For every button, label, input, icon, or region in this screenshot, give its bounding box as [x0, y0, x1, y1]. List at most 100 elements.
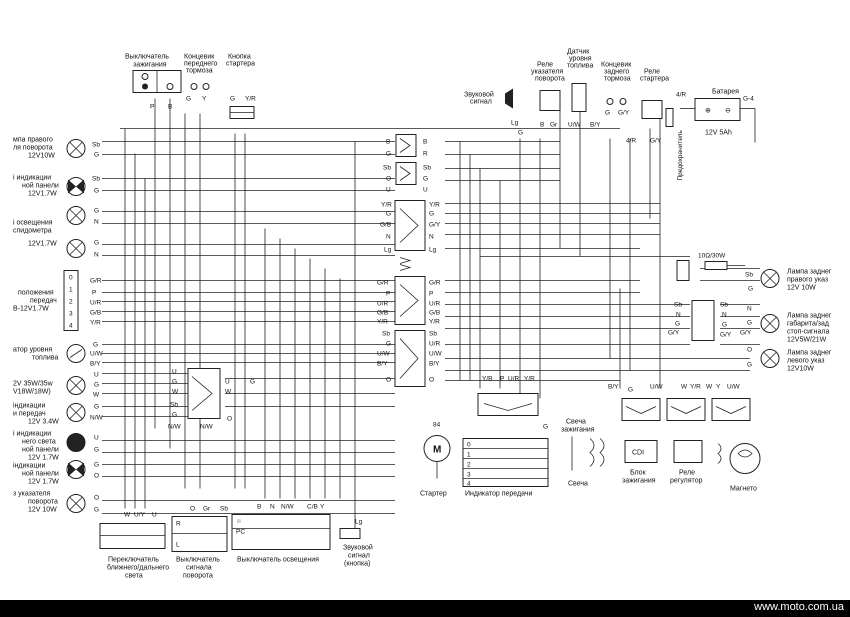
front-right-turn-lamp: мпа правого ля поворота 12V10W Sb G [13, 137, 100, 160]
svg-text:3: 3 [69, 311, 73, 318]
svg-text:N: N [386, 234, 391, 241]
fuel-sensor-label-2: уровня [569, 56, 592, 63]
svg-text:12V 1.7W: 12V 1.7W [28, 479, 59, 486]
svg-text:B: B [168, 104, 172, 111]
svg-text:поворота: поворота [28, 499, 58, 506]
front-brake-label-3: тормоза [186, 68, 213, 75]
svg-text:зажигания: зажигания [561, 427, 595, 434]
svg-text:12V 10W: 12V 10W [28, 507, 57, 514]
turn-relay: Реле указателя поворота B Gr [531, 62, 565, 129]
svg-text:G: G [230, 96, 235, 103]
svg-text:G: G [94, 152, 99, 159]
footer-url[interactable]: www.moto.com.ua [754, 601, 844, 613]
svg-text:U/R: U/R [429, 341, 441, 348]
rear-brake-label-1: Концевик [601, 62, 632, 69]
svg-text:Y/R: Y/R [377, 319, 388, 326]
battery-label: Батарея [712, 89, 739, 96]
svg-text:з указателя: з указателя [13, 491, 51, 498]
svg-text:Sb: Sb [423, 165, 431, 172]
svg-text:поворота: поворота [183, 573, 213, 580]
svg-text:Выключатель: Выключатель [176, 557, 220, 564]
svg-text:G: G [172, 412, 177, 419]
svg-text:положения: положения [18, 290, 54, 297]
svg-text:G: G [386, 151, 391, 158]
svg-text:зажигания: зажигания [622, 478, 656, 485]
svg-text:Sb: Sb [745, 272, 753, 279]
fuel-sensor-label-3: топлива [567, 63, 593, 70]
svg-text:U: U [152, 512, 157, 519]
svg-text:G/B: G/B [380, 222, 391, 229]
svg-text:G/B: G/B [377, 310, 388, 317]
svg-text:ля поворота: ля поворота [13, 145, 53, 152]
svg-text:2V 35W/35w: 2V 35W/35w [13, 381, 54, 388]
svg-text:U/W: U/W [650, 384, 664, 391]
svg-text:U/W: U/W [90, 351, 104, 358]
svg-text:Sb: Sb [429, 331, 437, 338]
svg-text:G: G [747, 362, 752, 369]
svg-text:света: света [125, 573, 143, 580]
svg-text:габарита/зад: габарита/зад [787, 320, 829, 328]
svg-text:G/Y: G/Y [618, 110, 630, 117]
svg-text:P: P [150, 104, 154, 111]
svg-text:P: P [92, 290, 96, 297]
left-connector: U G W Sb G U W O G N/W N/W [168, 368, 255, 431]
starter-button: Кнопка стартера G Y/R [226, 54, 256, 119]
cdi-block: B/Y G U/W W Y/R W Y U/W CDI Блок зажиган… [608, 384, 751, 485]
svg-text:G: G [172, 379, 177, 386]
fuel-level-indicator: атор уровня топлива G U/W B/Y [13, 342, 104, 368]
front-brake-label-2: переднего [184, 61, 218, 68]
svg-text:O: O [94, 495, 99, 502]
light-switch: B N N/W C/B Y ☼ PC Выключатель освещения [231, 504, 331, 564]
svg-text:Y/R: Y/R [690, 384, 701, 391]
magneto: Магнето [717, 443, 761, 493]
starter-relay-label-1: Реле [644, 69, 660, 76]
svg-text:ной панели: ной панели [22, 446, 59, 454]
svg-text:передач: передач [30, 298, 57, 305]
fuel-sensor-label-1: Датчик [567, 49, 590, 56]
svg-text:Лампа заднег: Лампа заднег [787, 350, 832, 357]
battery-wire: G-4 [743, 96, 754, 103]
svg-text:G: G [94, 382, 99, 389]
svg-text:G: G [250, 379, 255, 386]
battery: Батарея ⊕ ⊖ 12V 5Ah G-4 [680, 89, 756, 143]
gear-indicator: Y/B P U/R Y/R G 0 1 2 3 4 Индикатор пере… [462, 376, 549, 498]
svg-text:Sb: Sb [720, 302, 728, 309]
svg-text:O: O [386, 176, 391, 183]
svg-text:Индикатор передачи: Индикатор передачи [465, 491, 532, 498]
rear-right-turn-lamp: Лампа заднег правого указ 12V 10W Sb G [745, 269, 832, 293]
svg-text:Лампа заднег: Лампа заднег [787, 313, 832, 320]
svg-text:12V1.7W: 12V1.7W [28, 191, 57, 198]
front-brake-switch: Концевик переднего тормоза G Y [184, 54, 218, 103]
svg-text:W: W [124, 512, 131, 519]
svg-text:G: G [423, 176, 428, 183]
svg-text:G: G [94, 507, 99, 514]
svg-text:B: B [257, 504, 261, 511]
speedometer-light-2: 12V1.7W G N [28, 239, 99, 259]
svg-text:Свеча: Свеча [568, 481, 588, 488]
left-lamp-group: мпа правого ля поворота 12V10W Sb G і ин… [13, 137, 104, 514]
svg-text:12V10W: 12V10W [28, 153, 55, 160]
svg-text:G: G [518, 130, 523, 137]
svg-text:G: G [748, 286, 753, 293]
svg-text:U/W: U/W [377, 351, 391, 358]
svg-text:0: 0 [467, 442, 471, 449]
svg-text:В-12V1.7W: В-12V1.7W [13, 306, 49, 313]
svg-text:G/Y: G/Y [668, 330, 680, 337]
dimmer-switch: W U/Y U Переключатель ближнего/дальнего … [99, 512, 169, 580]
svg-text:B: B [423, 139, 427, 146]
connector-labels-right: B R Sb G U Y/R G G/Y N Lg G/R P U/R G/B … [423, 139, 443, 384]
svg-text:G: G [675, 321, 680, 328]
svg-text:G: G [386, 341, 391, 348]
rear-connector: Sb N G G/Y Sb N G G/Y [668, 300, 732, 341]
svg-text:правого указ: правого указ [787, 277, 828, 284]
svg-text:12V5W/21W: 12V5W/21W [787, 337, 827, 344]
ignition-switch: Выключатель зажигания P B [125, 54, 182, 111]
svg-text:W: W [172, 389, 179, 396]
svg-text:O: O [747, 347, 752, 354]
svg-text:4: 4 [467, 481, 471, 488]
svg-text:Реле: Реле [679, 470, 695, 477]
svg-text:мпа правого: мпа правого [13, 137, 53, 144]
ignition-switch-label-2: зажигания [133, 62, 167, 69]
horn-button: Lg Звуковой сигнал (кнопка) [339, 519, 373, 568]
svg-text:U/W: U/W [568, 122, 582, 129]
